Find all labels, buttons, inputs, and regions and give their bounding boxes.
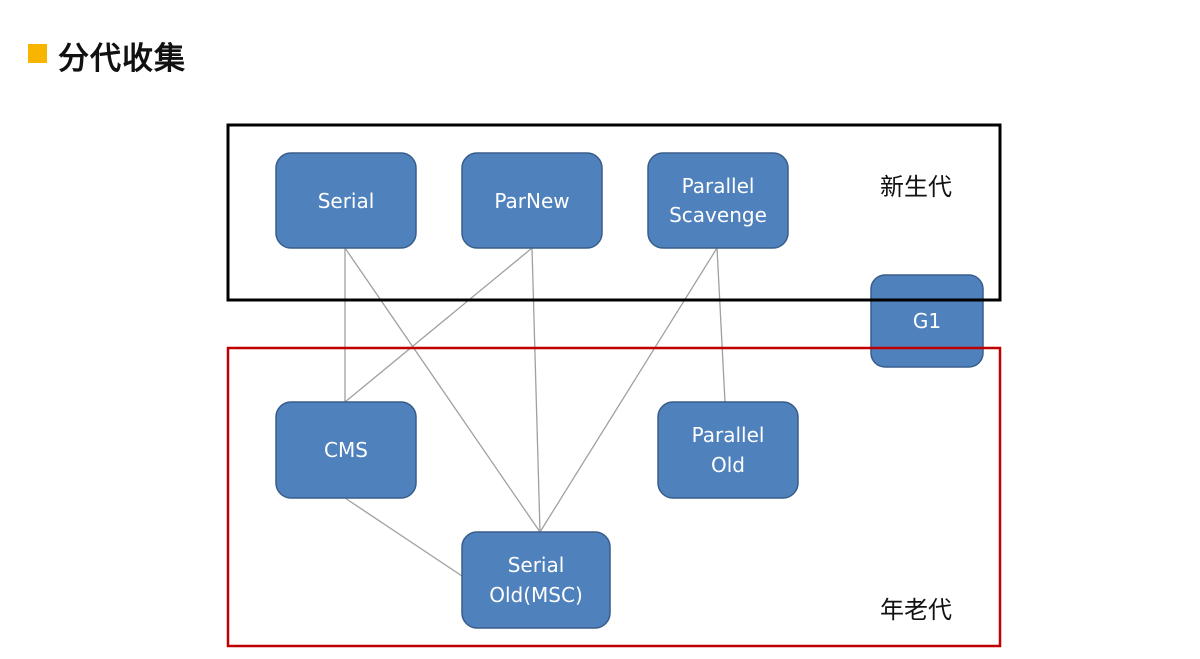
connection-lines <box>344 247 726 579</box>
node-cms-label: CMS <box>324 438 368 462</box>
node-g1-label: G1 <box>913 309 941 333</box>
node-serial-old-label-line1: Serial <box>508 553 565 577</box>
node-cms: CMS <box>275 401 417 499</box>
young-generation-frame <box>226 123 1002 302</box>
link-parallel-scavenge-parallel-old <box>716 247 726 403</box>
node-parallel-scavenge-label-line2: Scavenge <box>669 203 767 227</box>
link-parnew-cms <box>344 247 533 403</box>
node-parallel-old: Parallel Old <box>657 401 799 499</box>
node-parallel-old-label-line2: Old <box>711 453 745 477</box>
node-g1: G1 <box>870 274 984 368</box>
node-parnew: ParNew <box>461 152 603 249</box>
old-generation-frame <box>226 346 1002 648</box>
link-cms-serial-old <box>344 497 466 579</box>
old-generation-label: 年老代 <box>880 596 952 624</box>
link-parallel-scavenge-serial-old <box>539 247 718 533</box>
gc-diagram-svg: Serial ParNew Parallel Scavenge CMS Para… <box>226 123 1002 648</box>
node-parnew-label: ParNew <box>494 189 569 213</box>
node-parallel-old-label-line1: Parallel <box>692 423 765 447</box>
node-serial-old: Serial Old(MSC) <box>461 531 611 629</box>
node-parallel-scavenge-label-line1: Parallel <box>682 174 755 198</box>
node-serial-old-label-line2: Old(MSC) <box>489 583 583 607</box>
link-parnew-serial-old <box>531 247 541 533</box>
node-parallel-scavenge: Parallel Scavenge <box>647 152 789 249</box>
link-serial-serial-old <box>344 247 541 533</box>
gc-diagram: Serial ParNew Parallel Scavenge CMS Para… <box>205 100 1020 655</box>
node-serial-label: Serial <box>318 189 375 213</box>
node-serial: Serial <box>275 152 417 249</box>
title-bullet-square <box>28 44 47 63</box>
young-generation-label: 新生代 <box>880 173 952 201</box>
page-title: 分代收集 <box>58 41 186 77</box>
